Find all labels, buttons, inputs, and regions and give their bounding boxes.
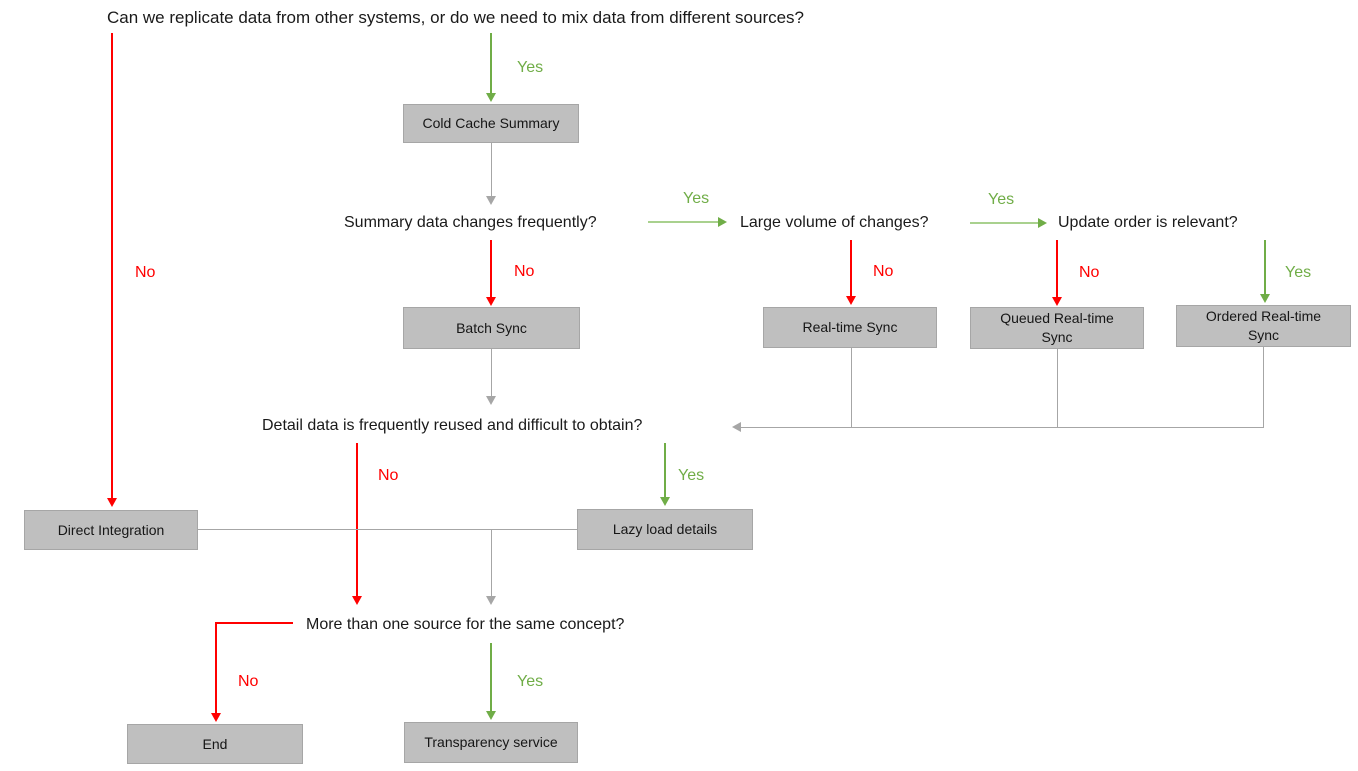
edge-realtime-down-line [851, 348, 852, 427]
label-yes-update-order: Yes [988, 191, 1015, 208]
edge-batch-to-detail-arrow [486, 396, 496, 405]
label-no-detail: No [378, 467, 399, 484]
node-label: Batch Sync [456, 319, 527, 336]
edge-batch-to-detail-line [491, 349, 492, 396]
edge-no-multiple-to-end-vline [215, 622, 217, 713]
edge-no-summary-to-batch-line [490, 240, 492, 297]
edge-yes-order-to-ordered-line [1264, 240, 1266, 294]
edge-direct-to-lazy-hline [198, 529, 577, 530]
label-yes-lazy-load: Yes [678, 467, 705, 484]
question-detail-reuse: Detail data is frequently reused and dif… [262, 417, 643, 434]
label-no-queued: No [1079, 264, 1100, 281]
edge-yes-multiple-to-transparency-line [490, 643, 492, 711]
label-yes-ordered: Yes [1285, 264, 1312, 281]
question-large-volume: Large volume of changes? [740, 214, 929, 231]
edge-down-to-multiple-arrow [486, 596, 496, 605]
edge-yes-top-to-coldcache-arrow [486, 93, 496, 102]
node-cold-cache-summary: Cold Cache Summary [403, 104, 579, 143]
edge-no-volume-to-realtime-arrow [846, 296, 856, 305]
edge-yes-volume-to-order-line [970, 222, 1038, 224]
edge-no-detail-to-multiple-arrow [352, 596, 362, 605]
label-yes-large-volume: Yes [683, 190, 710, 207]
edge-yes-summary-to-volume-line [648, 221, 718, 223]
edge-no-volume-to-realtime-line [850, 240, 852, 296]
label-no-end: No [238, 673, 259, 690]
edge-yes-order-to-ordered-arrow [1260, 294, 1270, 303]
node-label: Cold Cache Summary [422, 115, 560, 132]
label-no-realtime: No [873, 263, 894, 280]
node-label: Lazy load details [612, 521, 718, 538]
node-transparency-service: Transparency service [404, 722, 578, 763]
node-label: Direct Integration [57, 521, 165, 538]
edge-yes-top-to-coldcache-line [490, 33, 492, 93]
edge-yes-summary-to-volume-arrow [718, 217, 727, 227]
node-batch-sync: Batch Sync [403, 307, 580, 349]
question-multiple-sources: More than one source for the same concep… [306, 616, 625, 633]
edge-yes-multiple-to-transparency-arrow [486, 711, 496, 720]
question-update-order: Update order is relevant? [1058, 214, 1238, 231]
edge-no-top-to-direct-arrow [107, 498, 117, 507]
edge-yes-volume-to-order-arrow [1038, 218, 1047, 228]
edge-yes-detail-to-lazy-arrow [660, 497, 670, 506]
edge-no-detail-to-multiple-line [356, 443, 358, 596]
node-realtime-sync: Real-time Sync [763, 307, 937, 348]
edge-no-order-to-queued-line [1056, 240, 1058, 297]
node-ordered-realtime-sync: Ordered Real-time Sync [1176, 305, 1351, 347]
edge-coldcache-to-summary-line [491, 143, 492, 196]
edge-no-order-to-queued-arrow [1052, 297, 1062, 306]
node-label: Ordered Real-time Sync [1205, 308, 1322, 343]
label-yes-transparency: Yes [517, 673, 544, 690]
edge-no-multiple-to-end-hline [216, 622, 293, 624]
edge-down-to-multiple-line [491, 529, 492, 596]
node-label: Transparency service [424, 734, 558, 751]
edge-yes-detail-to-lazy-line [664, 443, 666, 497]
node-label: Real-time Sync [802, 319, 898, 336]
edge-queued-down-line [1057, 349, 1058, 427]
edge-no-multiple-to-end-arrow [211, 713, 221, 722]
label-no-direct: No [135, 264, 156, 281]
edge-syncs-to-detail-arrow [732, 422, 741, 432]
node-lazy-load-details: Lazy load details [577, 509, 753, 550]
node-direct-integration: Direct Integration [24, 510, 198, 550]
label-yes-top: Yes [517, 59, 544, 76]
question-replicate: Can we replicate data from other systems… [107, 8, 805, 27]
node-queued-realtime-sync: Queued Real-time Sync [970, 307, 1144, 349]
label-no-batch: No [514, 263, 535, 280]
node-label: End [202, 735, 228, 752]
edge-no-summary-to-batch-arrow [486, 297, 496, 306]
node-end: End [127, 724, 303, 764]
edge-no-top-to-direct-line [111, 33, 113, 498]
edge-ordered-down-line [1263, 347, 1264, 427]
question-summary-changes: Summary data changes frequently? [344, 214, 597, 231]
edge-syncs-to-detail-hline [741, 427, 1264, 428]
node-label: Queued Real-time Sync [1000, 310, 1114, 345]
edge-coldcache-to-summary-arrow [486, 196, 496, 205]
